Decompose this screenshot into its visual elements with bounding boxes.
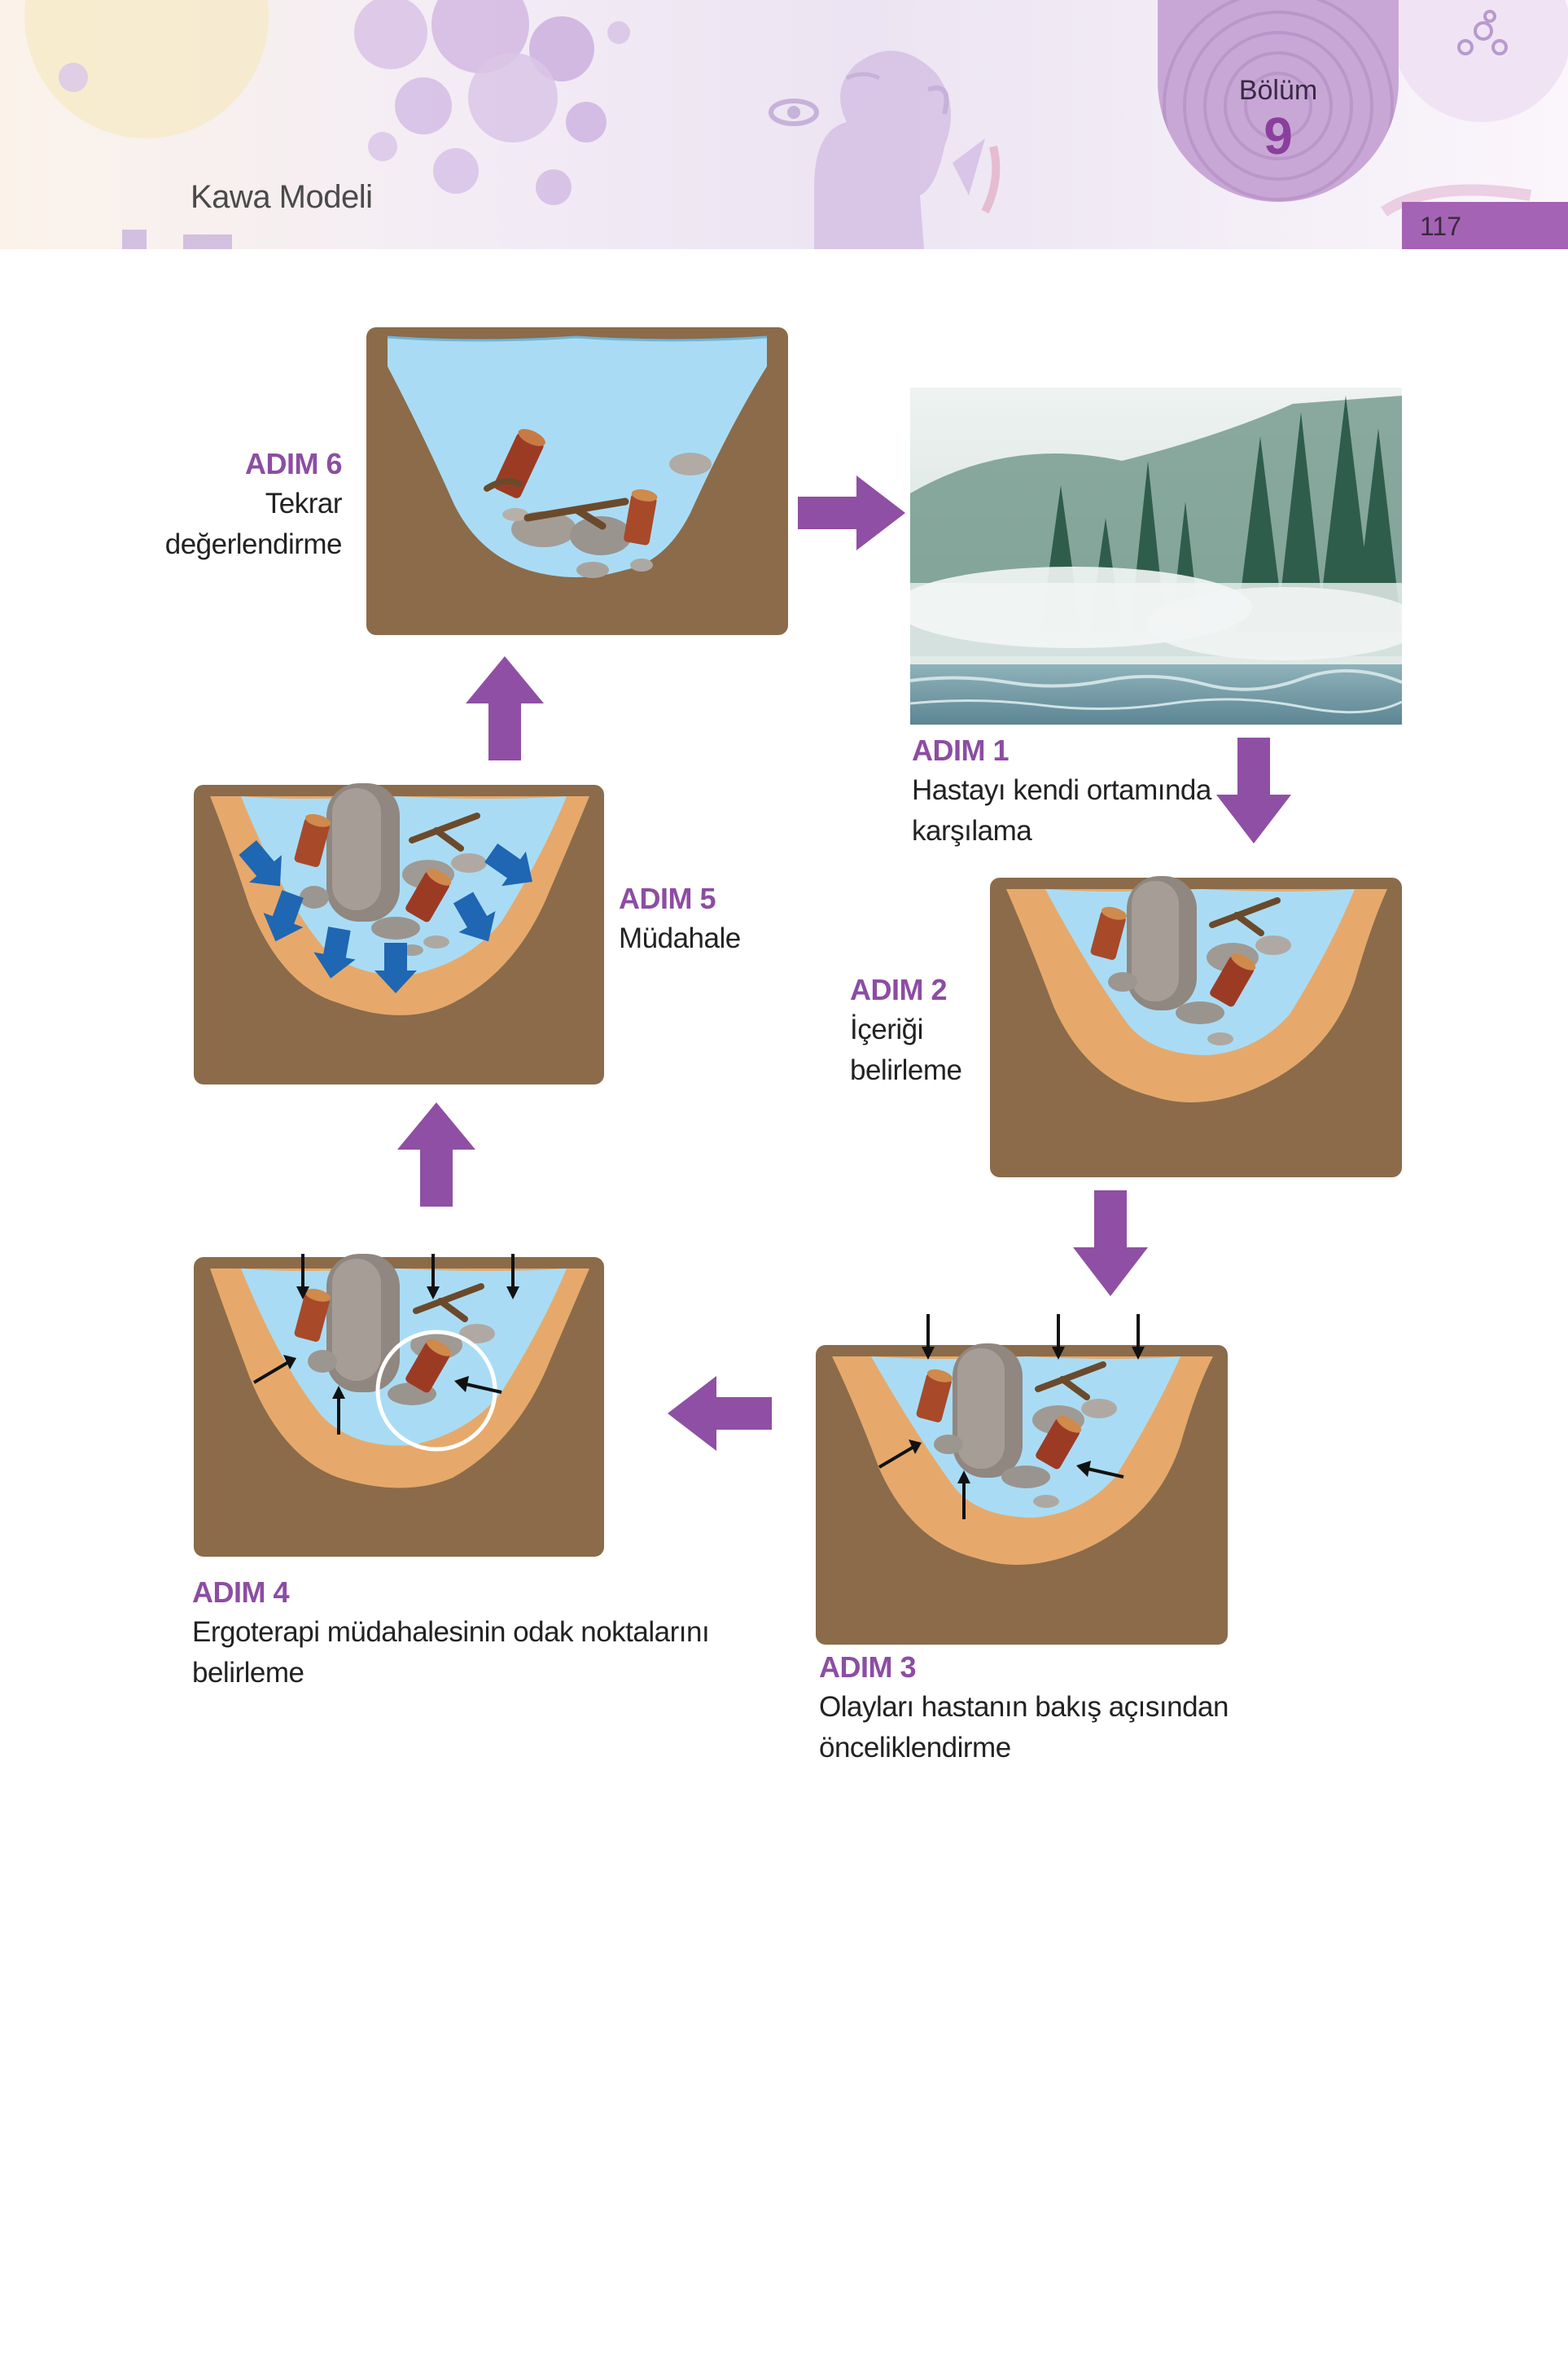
- step-text-line: Hastayı kendi ortamında: [912, 774, 1211, 806]
- river-panel-step-6: [366, 327, 788, 635]
- step-3-label: ADIM 3 Olayları hastanın bakış açısından…: [819, 1648, 1229, 1768]
- chapter-tab: Bölüm 9: [1158, 0, 1399, 202]
- arrow-step6-to-step1: [798, 475, 905, 550]
- arrow-step3-to-step4: [668, 1376, 772, 1451]
- step-text-line: Ergoterapi müdahalesinin odak noktaların…: [192, 1616, 710, 1648]
- step-text-line: Tekrar: [265, 488, 343, 519]
- river-photo-step-1: [910, 388, 1402, 725]
- step-title: ADIM 2: [850, 973, 948, 1006]
- page-header: Kawa Modeli Bölüm 9 117: [0, 0, 1568, 249]
- step-text-line: İçeriği: [850, 1014, 923, 1045]
- step-title: ADIM 1: [912, 734, 1010, 767]
- step-4-label: ADIM 4 Ergoterapi müdahalesinin odak nok…: [192, 1573, 710, 1693]
- blue-intervention-arrows: [239, 839, 532, 993]
- step-text-line: karşılama: [912, 815, 1032, 847]
- step-text-line: önceliklendirme: [819, 1732, 1011, 1764]
- river-panel-step-5: [194, 783, 604, 1084]
- arrow-step2-to-step3: [1073, 1190, 1148, 1296]
- step-title: ADIM 6: [244, 447, 343, 480]
- arrow-step4-to-step5: [397, 1102, 475, 1207]
- step-text-line: belirleme: [192, 1657, 304, 1689]
- step-title: ADIM 4: [192, 1575, 290, 1609]
- chapter-number: 9: [1264, 107, 1293, 165]
- pressure-arrows: [878, 1314, 1145, 1519]
- arrow-step5-to-step6: [466, 656, 544, 760]
- river-panel-step-3: [816, 1314, 1228, 1645]
- river-panel-step-4: [194, 1254, 604, 1557]
- step-1-label: ADIM 1 Hastayı kendi ortamında karşılama: [912, 731, 1211, 852]
- step-text-line: belirleme: [850, 1054, 962, 1086]
- maze-icon: [1163, 0, 1394, 202]
- pressure-arrows: [252, 1254, 519, 1435]
- page-number: 117: [1420, 212, 1462, 241]
- step-text-line: değerlendirme: [164, 528, 343, 560]
- river-panel-step-2: [990, 876, 1402, 1177]
- step-6-label: ADIM 6 Tekrar değerlendirme: [164, 445, 343, 565]
- running-title: Kawa Modeli: [191, 179, 373, 215]
- header-decoration: [24, 0, 1568, 249]
- step-title: ADIM 3: [819, 1650, 917, 1684]
- step-text-line: Olayları hastanın bakış açısından: [819, 1691, 1229, 1723]
- arrow-step1-to-step2: [1216, 738, 1291, 843]
- step-5-label: ADIM 5 Müdahale: [619, 879, 741, 959]
- step-title: ADIM 5: [619, 882, 716, 915]
- step-text-line: Müdahale: [619, 922, 741, 954]
- chapter-label: Bölüm: [1238, 75, 1318, 106]
- step-2-label: ADIM 2 İçeriği belirleme: [850, 970, 962, 1091]
- page-number-tab: 117: [1402, 202, 1568, 249]
